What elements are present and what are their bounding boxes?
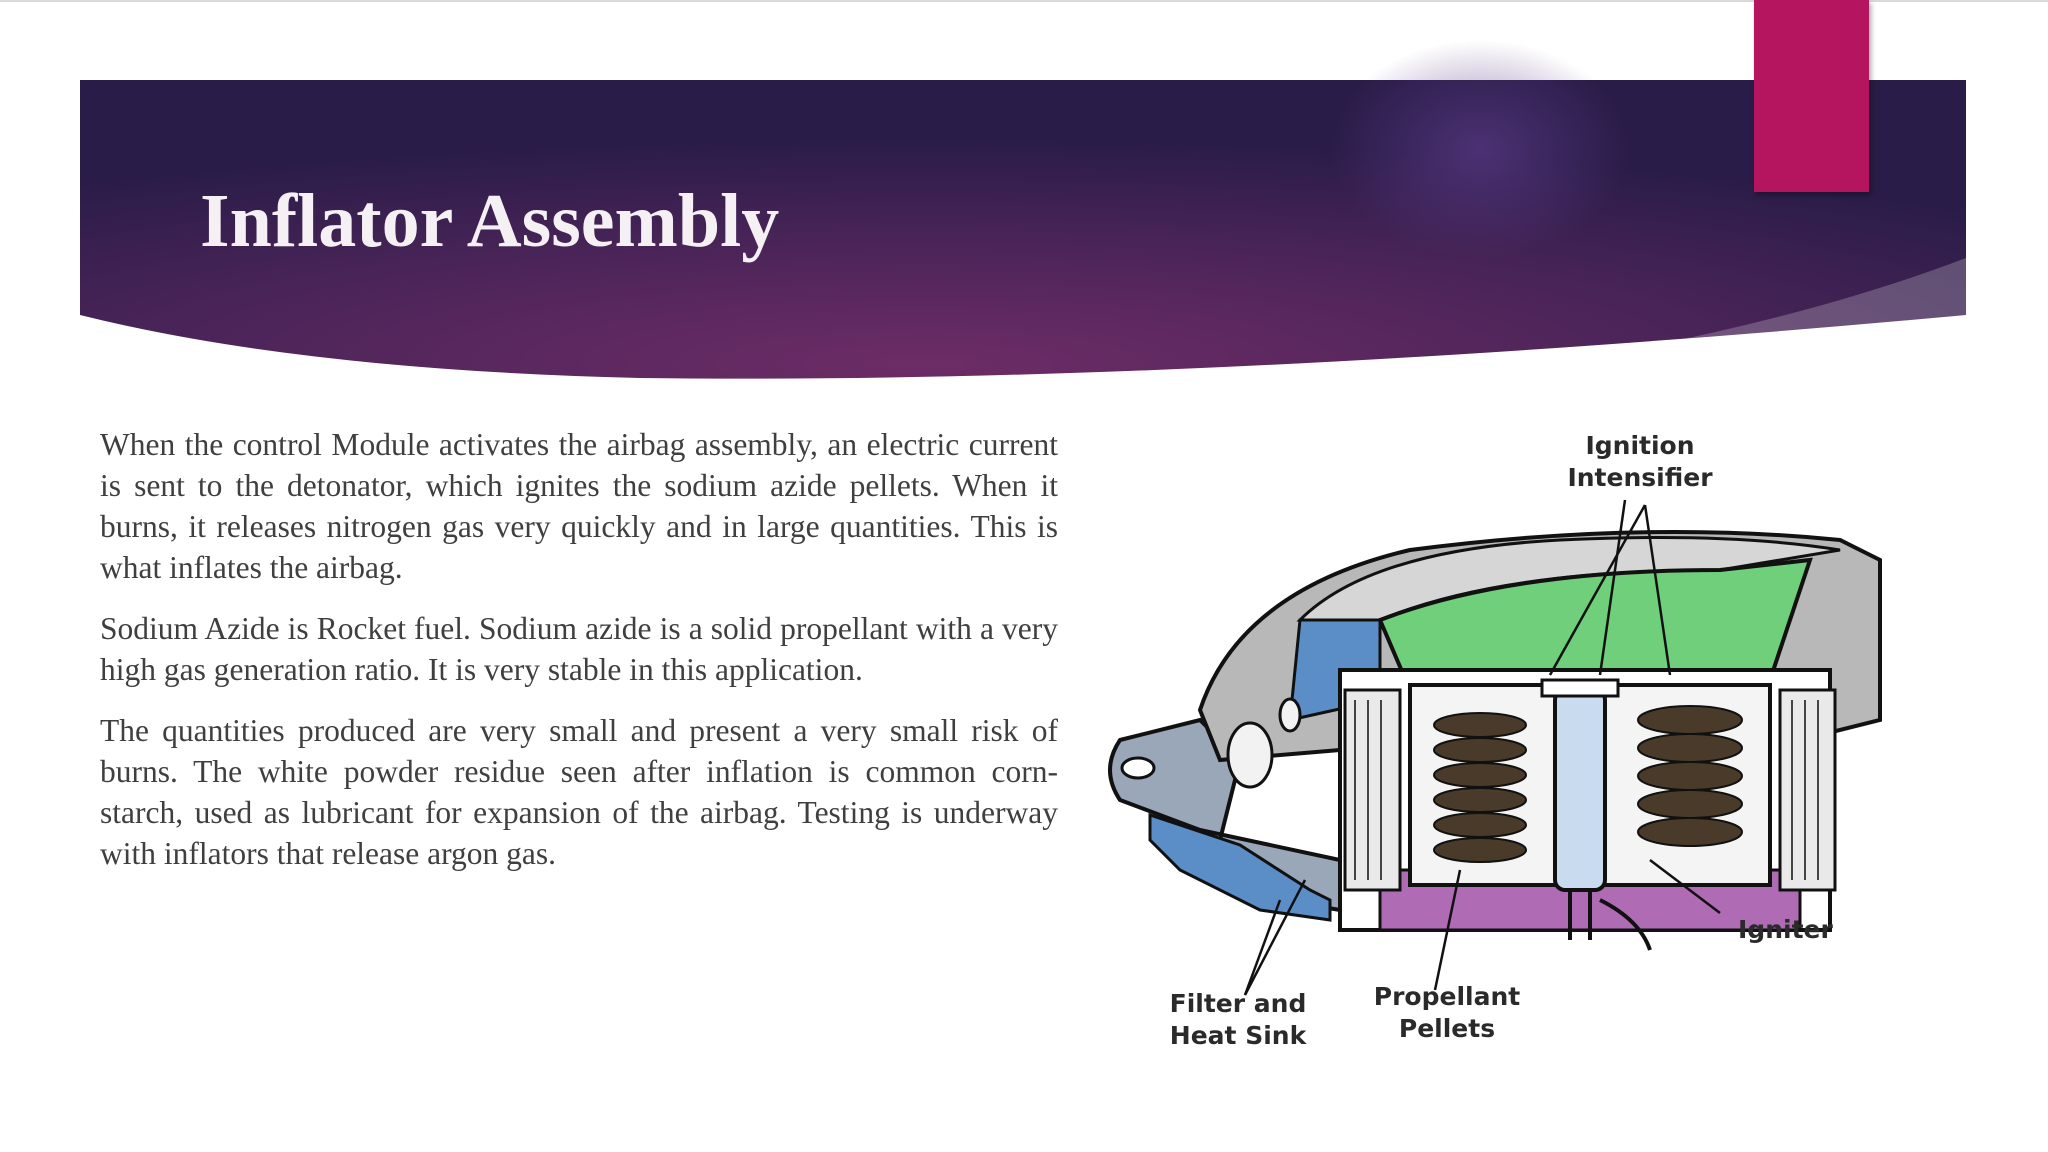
paragraph-1: When the control Module activates the ai… [100, 427, 1058, 585]
label-propellant-line2: Pellets [1399, 1014, 1495, 1043]
propellant-pellets-right [1637, 705, 1743, 847]
propellant-pellets-left [1433, 712, 1527, 863]
top-rule [0, 0, 2048, 2]
paragraph-2: Sodium Azide is Rocket fuel. Sodium azid… [100, 611, 1058, 687]
label-ignition-line2: Intensifier [1567, 463, 1713, 492]
header-band [80, 40, 1966, 380]
igniter-tube [1540, 678, 1652, 951]
leader-lines [1243, 499, 1721, 996]
label-filter-line2: Heat Sink [1170, 1021, 1308, 1050]
accent-tab [1754, 0, 1869, 192]
label-ignition-line1: Ignition [1585, 431, 1694, 460]
inflator-diagram: Ignition Intensifier Igniter Filter and … [1108, 431, 1882, 1050]
label-igniter: Igniter [1738, 915, 1833, 944]
label-filter-line1: Filter and [1170, 989, 1307, 1018]
slide-title: Inflator Assembly [200, 179, 780, 263]
body-text: When the control Module activates the ai… [100, 424, 1058, 894]
label-propellant-line1: Propellant [1374, 982, 1520, 1011]
paragraph-3: The quantities produced are very small a… [100, 713, 1058, 871]
